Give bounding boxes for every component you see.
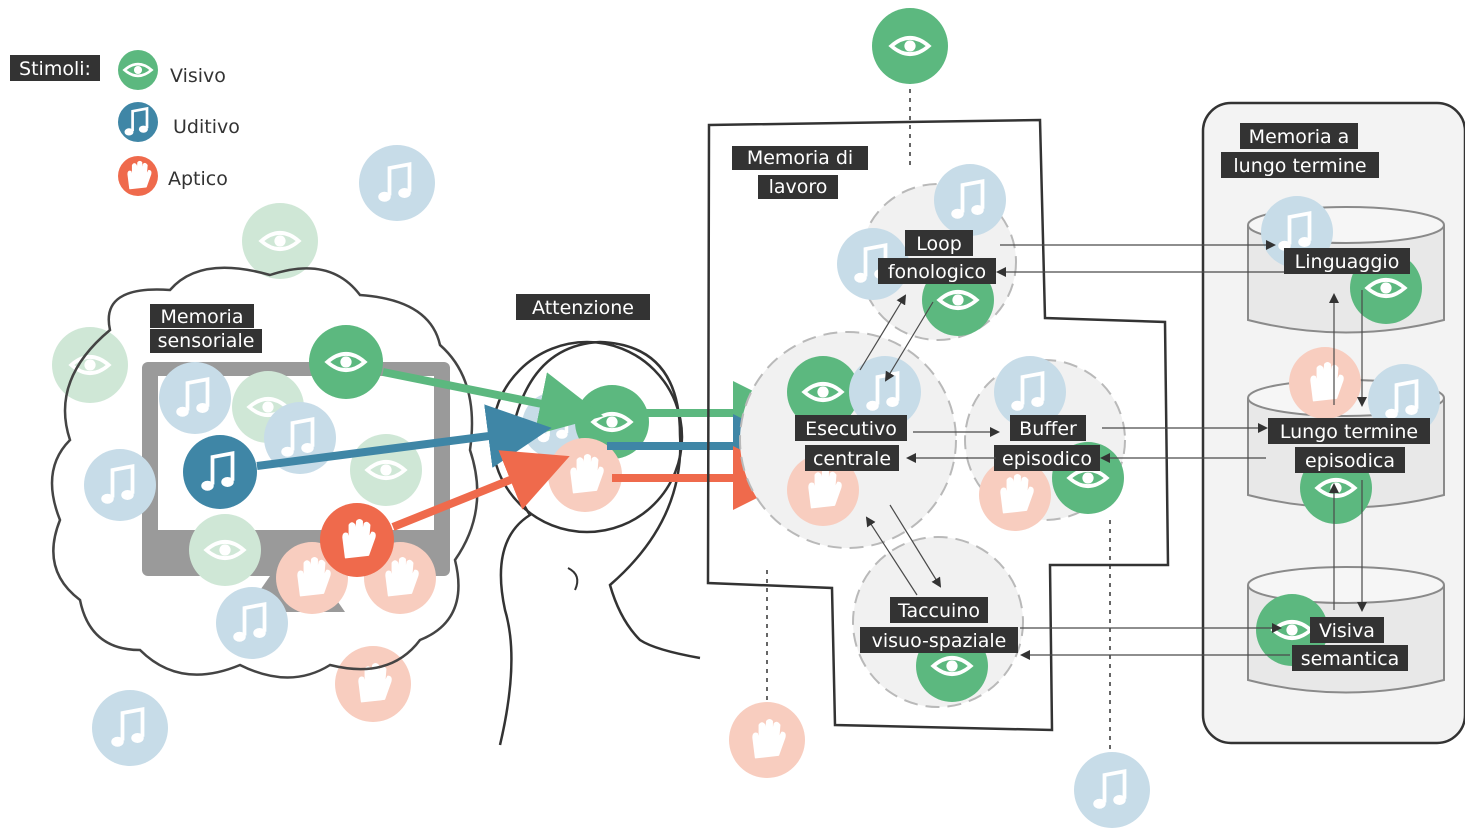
working-memory-label-line2: lavoro [769,176,828,198]
episodic-ltm-label-line1: Lungo termine [1280,421,1418,443]
ear [567,567,579,591]
episodic-buffer-label-line2: episodico [1002,448,1092,470]
legend-auditory-label: Uditivo [173,116,240,138]
legend-visual-label: Visivo [170,65,226,87]
haptic-arrow-to-attention [391,450,570,531]
ltm-label-line1: Memoria a [1249,126,1350,148]
legend-auditory-badge [118,102,158,142]
legend-haptic-label: Aptico [168,168,228,190]
episodic-ltm-label-line2: episodica [1305,450,1395,472]
sensory-memory-cloud [50,266,479,679]
central-executive-label-line2: centrale [813,448,891,470]
sketchpad-label-line1: Taccuino [897,600,980,622]
sketchpad-label-line2: visuo-spaziale [872,630,1007,652]
working-memory-label-line1: Memoria di [747,147,853,169]
wm-ltm-connections [996,240,1290,660]
long-term-memory: Memoria a lungo termine Linguaggio Lungo… [1201,101,1465,745]
output-auditory-stimulus [1074,752,1150,828]
semantic-label-line1: Visiva [1319,620,1375,642]
semantic-label-line2: semantica [1301,648,1400,670]
legend: Stimoli: Visivo Uditivo Aptico [10,50,240,196]
central-executive-label-line1: Esecutivo [805,418,897,440]
attention-label: Attenzione [532,297,634,319]
dashed-outputs [729,8,1150,828]
language-label: Linguaggio [1295,251,1400,273]
attention-head: Attenzione [490,294,701,746]
legend-title: Stimoli: [19,58,91,80]
ltm-label-line2: lungo termine [1233,155,1366,177]
phonological-loop-label-line2: fonologico [888,261,986,283]
sensory-memory-label-line2: sensoriale [158,330,255,352]
working-memory-outline [706,118,1170,732]
floating-stimuli [52,145,435,766]
episodic-buffer-label-line1: Buffer [1019,418,1077,440]
sensory-memory: Memoria sensoriale [50,266,479,679]
sensory-auditory-stimulus [183,435,257,509]
phonological-loop-label-line1: Loop [916,233,962,255]
auditory-arrow-to-attention [256,404,552,470]
sensory-memory-label-line1: Memoria [161,306,244,328]
stimulus-flow-arrows [256,368,797,531]
working-memory: Memoria di lavoro Loop fonologico Esecut… [706,118,1170,732]
visual-arrow-to-attention [382,368,604,436]
legend-title-bg [10,55,100,81]
